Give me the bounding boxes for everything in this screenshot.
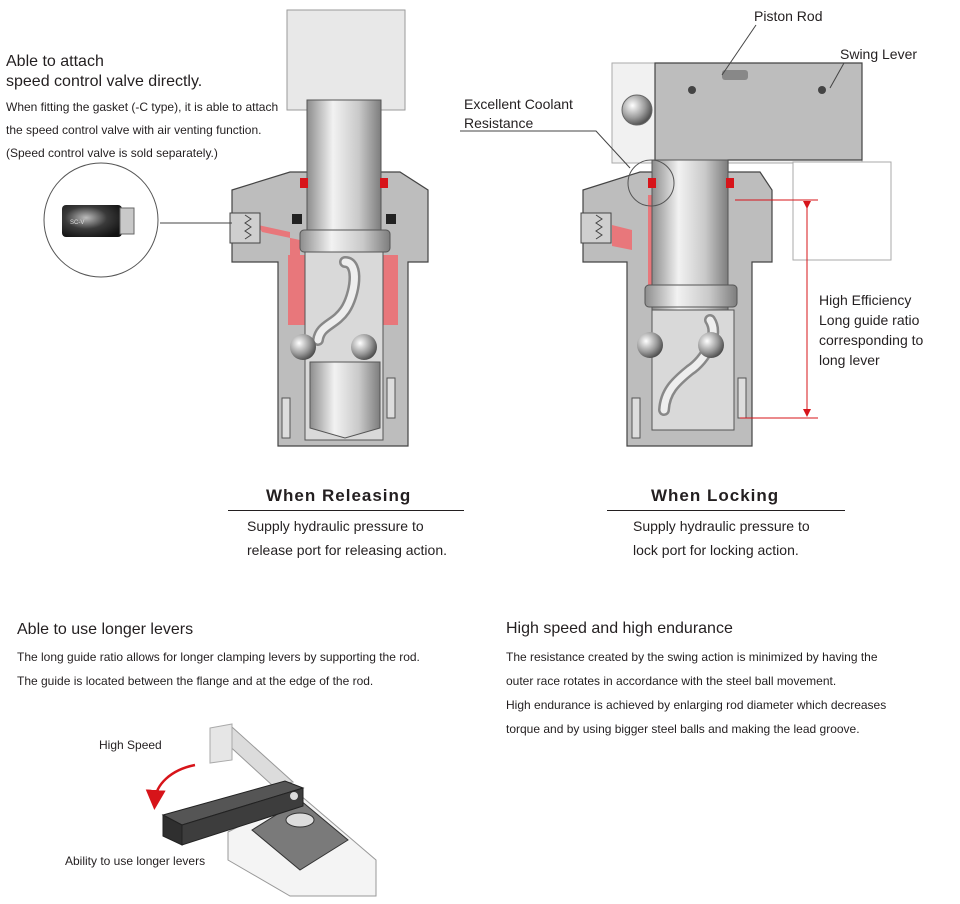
callout-swing-lever: Swing Lever bbox=[840, 46, 918, 62]
label-longer-levers: Ability to use longer levers bbox=[65, 854, 206, 868]
callout-leaders bbox=[460, 24, 845, 169]
intro-body-line: (Speed control valve is sold separately.… bbox=[6, 146, 218, 160]
speed-control-valve-inset: SC-V bbox=[43, 162, 232, 278]
callout-coolant-line1: Excellent Coolant bbox=[464, 96, 573, 112]
endurance-body-line: High endurance is achieved by enlarging … bbox=[506, 698, 887, 712]
locking-desc-line: Supply hydraulic pressure to bbox=[633, 518, 810, 534]
releasing-caption: When Releasing bbox=[266, 486, 412, 505]
locking-caption: When Locking bbox=[651, 486, 780, 505]
endurance-body-line: torque and by using bigger steel balls a… bbox=[506, 722, 860, 736]
callout-efficiency-line: long lever bbox=[819, 352, 880, 368]
locking-cylinder bbox=[580, 62, 892, 447]
longer-levers-title: Able to use longer levers bbox=[17, 621, 194, 638]
releasing-desc-line: Supply hydraulic pressure to bbox=[247, 518, 424, 534]
releasing-cylinder bbox=[229, 9, 429, 447]
callout-piston-rod: Piston Rod bbox=[754, 8, 823, 24]
callout-efficiency-line: corresponding to bbox=[819, 332, 924, 348]
intro-title-line1: Able to attach bbox=[6, 53, 104, 70]
callout-efficiency-line: Long guide ratio bbox=[819, 312, 920, 328]
releasing-divider bbox=[228, 510, 464, 511]
intro-body-line: the speed control valve with air venting… bbox=[6, 123, 262, 137]
releasing-desc-line: release port for releasing action. bbox=[247, 542, 447, 558]
svg-text:SC-V: SC-V bbox=[70, 220, 84, 226]
lever-illustration bbox=[145, 723, 377, 897]
endurance-body-line: The resistance created by the swing acti… bbox=[506, 650, 878, 664]
label-high-speed: High Speed bbox=[99, 738, 162, 752]
locking-desc-line: lock port for locking action. bbox=[633, 542, 799, 558]
endurance-body-line: outer race rotates in accordance with th… bbox=[506, 674, 837, 688]
callout-efficiency-line: High Efficiency bbox=[819, 292, 912, 308]
longer-levers-body-line: The guide is located between the flange … bbox=[17, 674, 374, 688]
intro-body-line: When fitting the gasket (-C type), it is… bbox=[6, 100, 279, 114]
callout-coolant-line2: Resistance bbox=[464, 115, 534, 131]
endurance-title: High speed and high endurance bbox=[506, 620, 733, 637]
intro-title-line2: speed control valve directly. bbox=[6, 73, 203, 90]
longer-levers-body-line: The long guide ratio allows for longer c… bbox=[17, 650, 420, 664]
locking-divider bbox=[607, 510, 845, 511]
